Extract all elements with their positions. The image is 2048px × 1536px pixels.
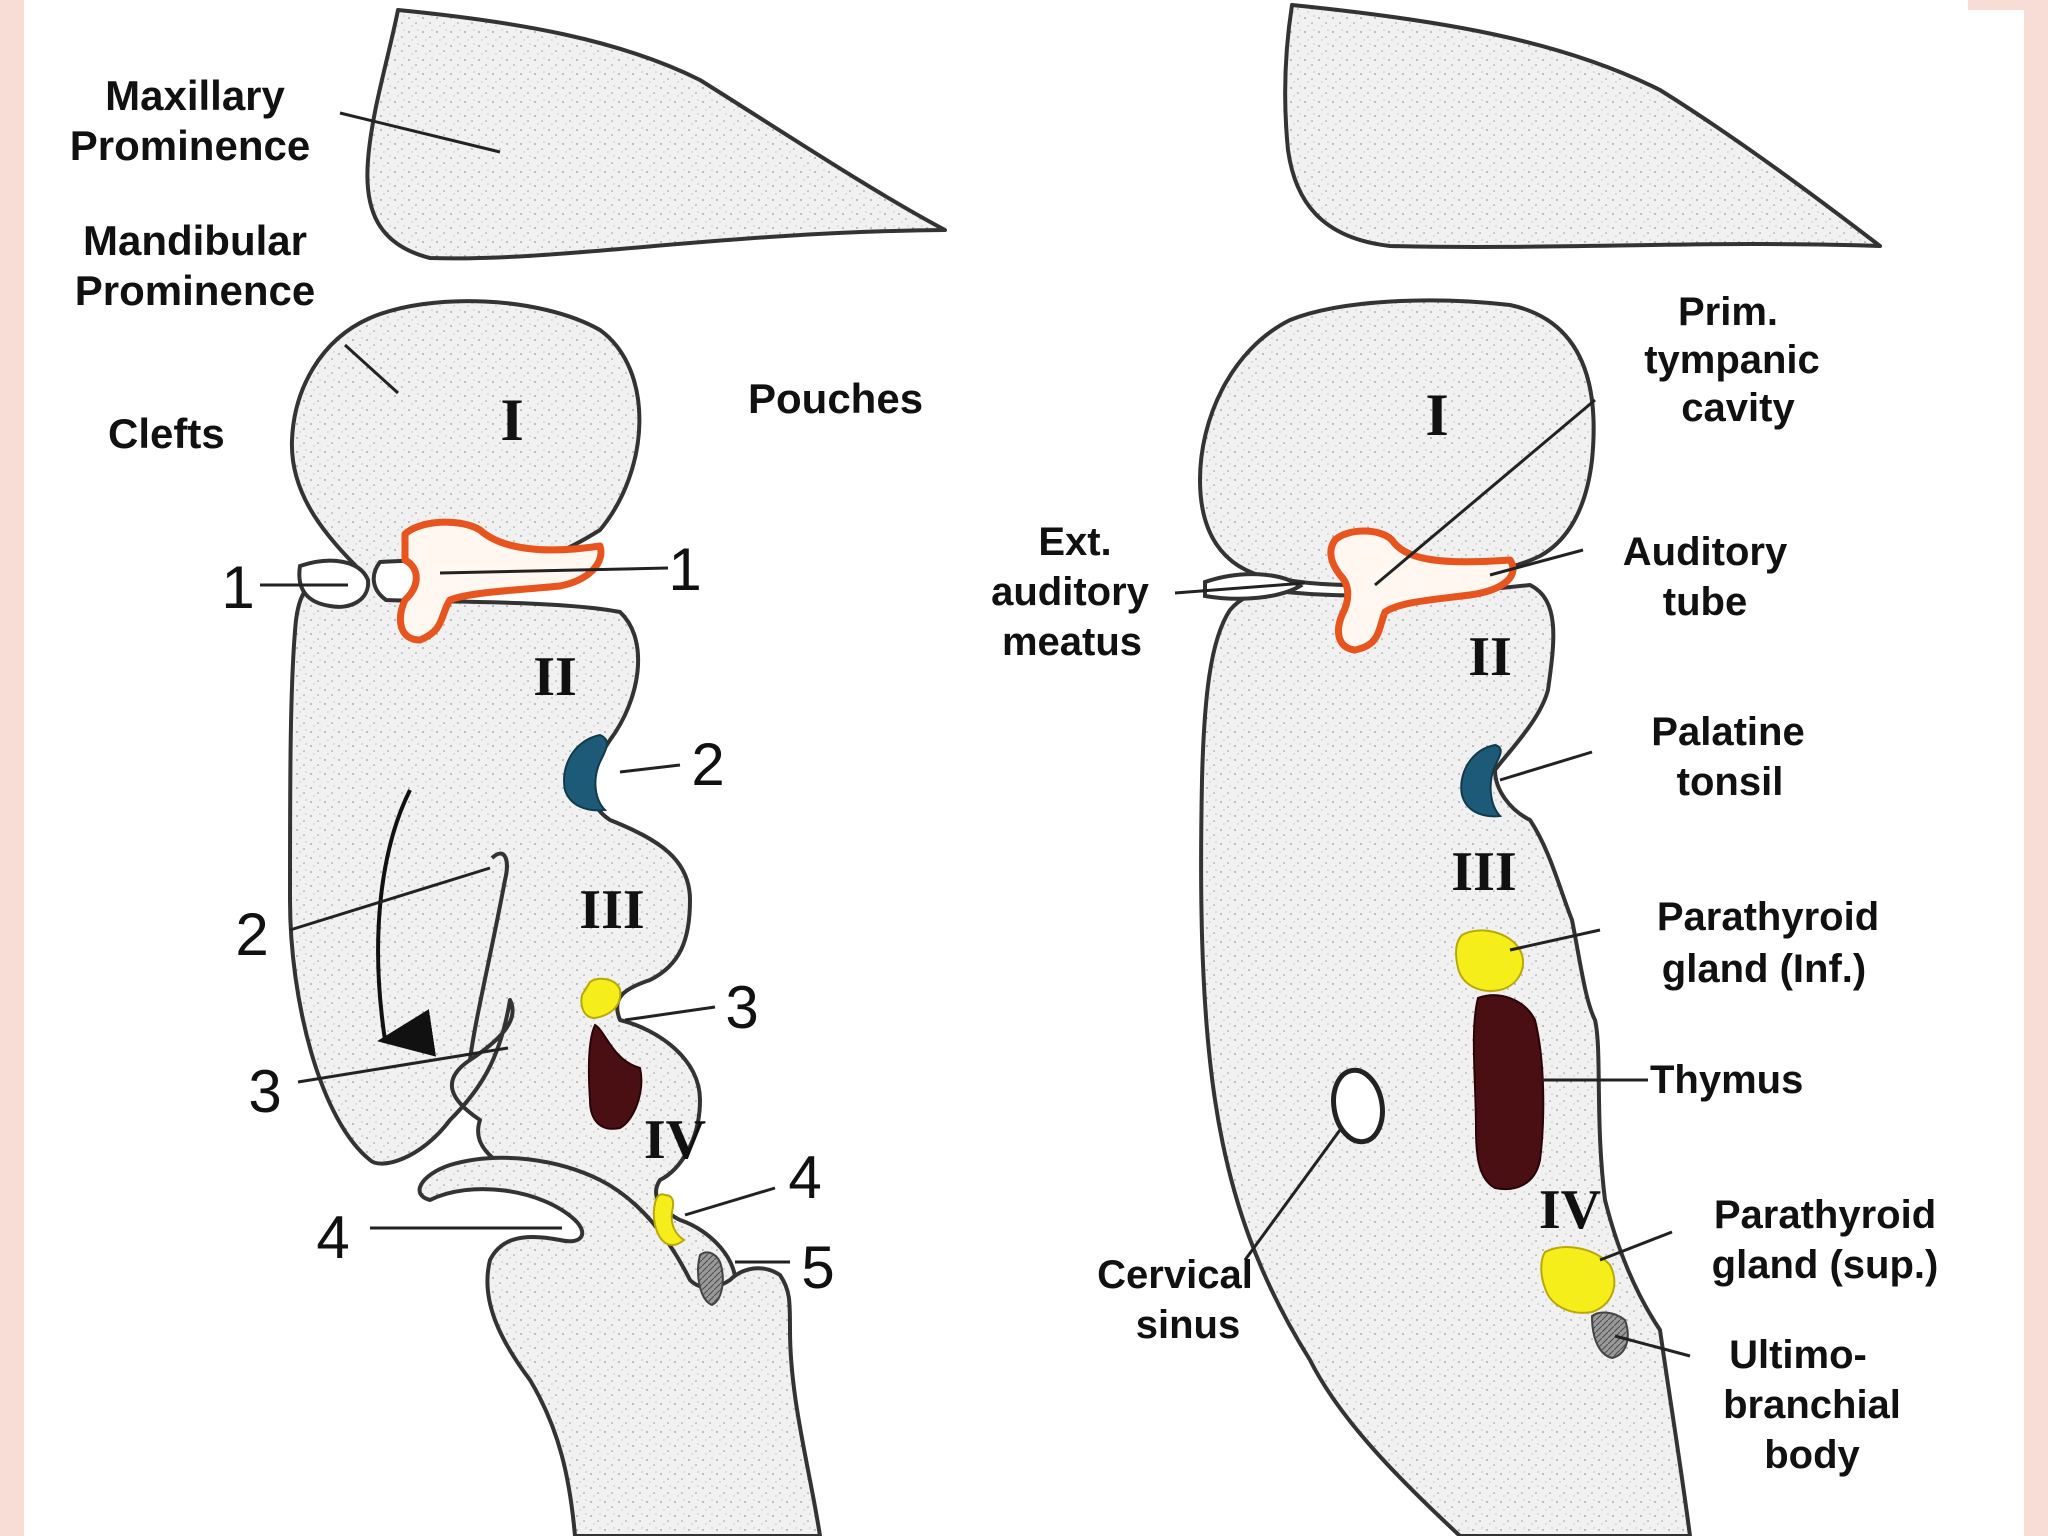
pouch-2-number: 2 xyxy=(691,731,724,798)
ultimobranchial-label-2: branchial xyxy=(1723,1383,1901,1427)
right-arch-III-label: III xyxy=(1451,841,1516,903)
cleft-4-number: 4 xyxy=(316,1204,349,1271)
right-arch-I-label: I xyxy=(1425,382,1448,448)
arch-II-label: II xyxy=(533,646,577,708)
mandibular-label-line1: Mandibular xyxy=(83,217,307,264)
cleft-1-number: 1 xyxy=(221,554,254,621)
auditory-tube-leader xyxy=(1489,548,1584,577)
parathyroid-sup-label-1: Parathyroid xyxy=(1714,1193,1936,1237)
prim-tympanic-label-1: Prim. xyxy=(1678,290,1778,334)
third-pouch-parathyroid xyxy=(580,977,622,1020)
parathyroid-inf-label-1: Parathyroid xyxy=(1657,895,1879,939)
cervical-sinus-leader xyxy=(1243,1129,1342,1261)
ultimobranchial-label-1: Ultimo- xyxy=(1729,1333,1867,1377)
parathyroid-sup-shape xyxy=(1540,1246,1616,1314)
mandibular-leader xyxy=(343,343,400,395)
mandibular-label-line2: Prominence xyxy=(75,267,315,314)
cleft-2-number: 2 xyxy=(235,901,268,968)
second-pouch-shape xyxy=(563,733,608,812)
left-panel: Maxillary Prominence Mandibular Prominen… xyxy=(70,8,947,1536)
ext-auditory-label-2: auditory xyxy=(991,570,1150,614)
arch-III-label: III xyxy=(579,879,644,941)
top-frame-border xyxy=(1968,0,2048,10)
ext-auditory-label-3: meatus xyxy=(1002,620,1142,664)
palatine-tonsil-leader xyxy=(1499,750,1593,782)
cervical-sinus-label-2: sinus xyxy=(1136,1303,1240,1347)
ultimobranchial-leader xyxy=(1614,1334,1691,1358)
left-frame-border xyxy=(0,0,24,1536)
parathyroid-sup-label-2: gland (sup.) xyxy=(1712,1243,1939,1287)
auditory-tube-label-1: Auditory xyxy=(1623,530,1788,574)
ext-auditory-leader xyxy=(1174,581,1306,595)
cleft-2-3-slit xyxy=(468,851,509,1061)
thymus-shape xyxy=(1472,994,1545,1190)
parathyroid-inf-shape xyxy=(1455,929,1525,992)
prim-tympanic-label-2: tympanic xyxy=(1644,338,1820,382)
left-neck-shape xyxy=(417,1155,822,1536)
pouch-3-number: 3 xyxy=(725,974,758,1041)
maxillary-label-line1: Maxillary xyxy=(105,72,285,119)
ext-auditory-label-1: Ext. xyxy=(1038,520,1111,564)
pouch-1-leader xyxy=(439,566,669,575)
ultimobranchial-label-3: body xyxy=(1764,1433,1860,1477)
prim-tympanic-leader xyxy=(1374,398,1596,587)
fourth-pouch-parathyroid xyxy=(652,1193,686,1246)
maxillary-leader xyxy=(339,111,501,154)
arch-IV-label: IV xyxy=(644,1109,706,1171)
palatine-tonsil-label-1: Palatine xyxy=(1651,710,1804,754)
parathyroid-inf-label-2: gland (Inf.) xyxy=(1662,947,1866,991)
palatine-tonsil-shape xyxy=(1460,743,1503,818)
maxillary-label-line2: Prominence xyxy=(70,122,310,169)
palatine-tonsil-label-2: tonsil xyxy=(1677,760,1784,804)
parathyroid-inf-leader xyxy=(1509,928,1601,952)
fifth-pouch-ultimobranchial xyxy=(697,1251,724,1307)
right-frame-border xyxy=(2024,0,2048,1536)
auditory-tube-label-2: tube xyxy=(1663,580,1747,624)
cervical-sinus-shape xyxy=(1331,1067,1385,1145)
cleft-3-number: 3 xyxy=(248,1058,281,1125)
pouch-4-leader xyxy=(684,1186,776,1217)
right-arch-IV-label: IV xyxy=(1539,1179,1601,1241)
right-lower-body-shape xyxy=(1199,583,1692,1536)
thymus-label: Thymus xyxy=(1650,1058,1803,1102)
first-pouch-shape xyxy=(397,518,605,644)
pouch-3-leader xyxy=(624,1005,716,1022)
pouch-2-leader xyxy=(619,763,681,774)
clefts-heading: Clefts xyxy=(108,410,225,457)
pouches-heading: Pouches xyxy=(748,375,923,422)
right-panel: I II III IV Prim. tympanic cavity Ext. a… xyxy=(991,3,1939,1536)
pouch-1-number: 1 xyxy=(668,536,701,603)
pouch-5-number: 5 xyxy=(801,1234,834,1301)
right-arch-II-label: II xyxy=(1468,626,1512,688)
third-pouch-thymus xyxy=(587,1023,643,1130)
parathyroid-sup-leader xyxy=(1599,1230,1673,1262)
maxillary-prominence-shape xyxy=(365,8,947,261)
growth-arrow xyxy=(376,789,437,1057)
right-maxillary-shape xyxy=(1283,3,1882,249)
arch-I-label: I xyxy=(500,387,523,453)
cleft-3-leader xyxy=(297,1046,509,1084)
cervical-sinus-label-1: Cervical xyxy=(1097,1253,1253,1297)
cleft-2-leader xyxy=(289,866,491,932)
pouch-4-number: 4 xyxy=(788,1144,821,1211)
prim-tympanic-label-3: cavity xyxy=(1681,386,1795,430)
right-first-pouch-shape xyxy=(1327,527,1517,654)
ultimobranchial-body-shape xyxy=(1590,1311,1629,1360)
